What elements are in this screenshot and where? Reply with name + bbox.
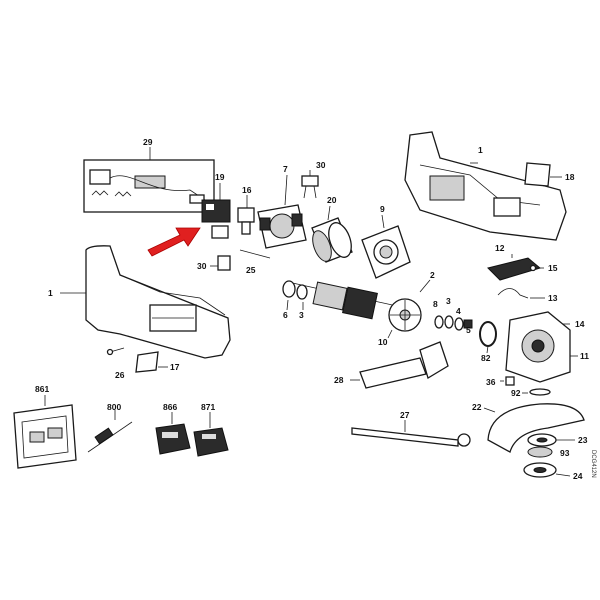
part-28-side-handle [350,341,449,389]
part-29-switch-assembly [83,147,215,213]
part-24-lock-nut [523,462,571,478]
label-10: 10 [378,337,388,347]
label-29: 29 [143,137,153,147]
label-30-left: 30 [197,261,207,271]
label-871: 871 [201,402,215,412]
part-800 [87,410,133,453]
label-13: 13 [548,293,558,303]
part-10-fan [387,298,422,339]
part-16 [237,195,255,235]
label-23: 23 [578,435,588,445]
label-5: 5 [466,325,471,335]
part-9-cover [361,214,411,279]
label-36: 36 [486,377,496,387]
label-6: 6 [283,310,288,320]
part-27-spanner [351,420,471,447]
label-1-right: 1 [478,145,483,155]
part-5 [463,319,473,329]
label-861: 861 [35,384,49,394]
label-14: 14 [575,319,585,329]
part-3 [444,315,454,329]
part-15-screw [529,264,544,272]
part-871-charger [193,412,229,457]
part-861-case [13,395,77,469]
label-3-left: 3 [299,310,304,320]
label-2: 2 [430,270,435,280]
part-3-bearing [296,284,308,310]
part-11-gear-case [505,311,578,383]
part-30-left [210,255,231,271]
part-92 [522,388,551,396]
label-9: 9 [380,204,385,214]
label-82: 82 [481,353,491,363]
part-866-battery [155,412,191,455]
part-18-plate [524,162,562,187]
label-22: 22 [472,402,482,412]
label-20: 20 [327,195,337,205]
part-1-motor-housing-left [60,245,231,359]
part-8 [434,315,444,329]
label-15: 15 [548,263,558,273]
label-3: 3 [446,296,451,306]
label-7: 7 [283,164,288,174]
part-17-label-plate [135,351,168,373]
part-1-motor-housing-right [404,131,567,241]
label-19: 19 [215,172,225,182]
label-26: 26 [115,370,125,380]
part-13-spring [497,288,545,299]
part-30-top [301,170,319,199]
highlight-arrow [147,227,201,257]
label-11: 11 [580,351,589,361]
label-1-left: 1 [48,288,53,298]
label-92: 92 [511,388,521,398]
label-93: 93 [560,448,570,458]
part-22-guard [483,403,585,453]
label-17: 17 [170,362,180,372]
part-23-flange [527,433,575,447]
part-19-switch [201,183,231,239]
part-20-field [311,205,353,263]
label-866: 866 [163,402,177,412]
label-4: 4 [456,306,461,316]
part-7-brush-holder [257,174,307,249]
part-6-bearing [282,280,296,311]
label-25: 25 [246,265,256,275]
label-30-top: 30 [316,160,326,170]
label-18: 18 [565,172,575,182]
label-16: 16 [242,185,252,195]
part-93 [527,446,553,458]
label-12: 12 [495,243,505,253]
label-28: 28 [334,375,344,385]
part-36 [500,376,515,386]
label-24: 24 [573,471,583,481]
label-8: 8 [433,299,438,309]
model-code: DCG412N [590,450,596,478]
label-27: 27 [400,410,410,420]
label-800: 800 [107,402,121,412]
part-25-rod [239,249,271,259]
part-2-armature [287,279,431,320]
part-26-screw [106,347,125,356]
part-4 [454,317,464,331]
part-82-o-ring [479,321,497,354]
